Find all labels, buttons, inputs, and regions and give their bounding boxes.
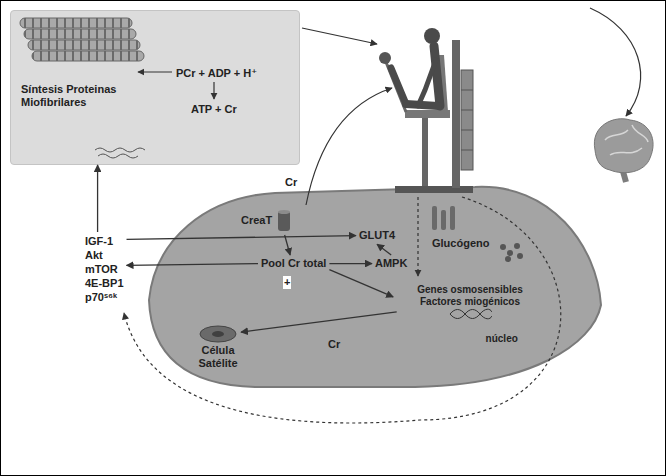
leg-extension-machine: [379, 28, 473, 193]
node-label: Cr: [328, 338, 340, 351]
brain-icon: [594, 119, 653, 182]
pool-label: Pool Cr total: [258, 255, 329, 272]
node-label: Célula Satélite: [198, 344, 237, 370]
transporter-channel: [277, 209, 291, 233]
node-label: Glucógeno: [432, 237, 489, 250]
arrow-to-exercise: [302, 28, 377, 44]
node-label: PCr + ADP + H⁺: [176, 67, 257, 80]
arrow-to-brain: [590, 8, 641, 116]
satellite-cell-oval: [198, 324, 238, 344]
enzyme-label: AMPK: [372, 255, 410, 272]
myofibril-illustration: [20, 18, 144, 61]
sign-label: +: [283, 276, 291, 289]
node-label: Akt: [85, 248, 124, 262]
node-label: GLUT4: [359, 229, 395, 242]
muscle-cell: CreaT GLUT4Pool Cr total AMPK Genes osmosen…: [145, 175, 605, 390]
signaling-list: IGF-1AktmTOR4E-BP1p70ˢ⁶ᵏ: [82, 232, 127, 306]
connector-arrow: [329, 263, 372, 264]
node-label: mTOR: [85, 262, 124, 276]
node-label: Síntesis Proteinas Miofibrilares: [21, 83, 146, 109]
node-label: AMPK: [375, 257, 407, 270]
node-label: CreaT: [241, 214, 272, 227]
node-label: 4E-BP1: [85, 276, 124, 290]
node-label: IGF-1: [85, 234, 124, 248]
node-label: núcleo: [486, 333, 518, 345]
node-label: Pool Cr total: [261, 257, 326, 270]
arrow-to-exercise: [306, 88, 392, 205]
node-label: Factores miogénicos: [420, 296, 520, 308]
dna-icon: [448, 308, 492, 320]
node-label: p70ˢ⁶ᵏ: [85, 290, 124, 304]
satellite-cell: Célula Satélite: [195, 322, 241, 372]
protein-label: GLUT4: [356, 227, 398, 244]
connector-arrow: [97, 165, 98, 232]
node-label: Genes osmosensibles: [417, 284, 523, 296]
node-label: ATP + Cr: [191, 103, 237, 116]
reaction-arrow: [213, 82, 214, 99]
reaction-arrow: [138, 71, 172, 72]
cell-membrane: [149, 187, 601, 387]
molecule-label: Cr: [284, 176, 298, 189]
